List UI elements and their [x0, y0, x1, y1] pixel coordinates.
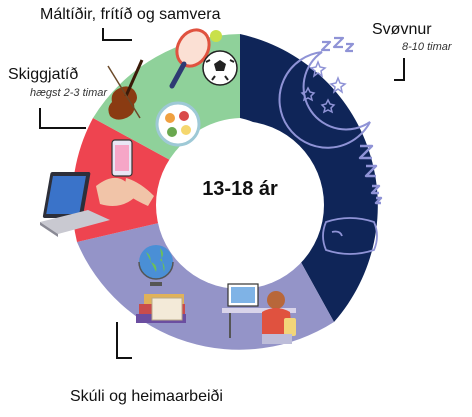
leader-line-screen — [39, 108, 86, 129]
pillow-icon — [322, 217, 378, 255]
moon-stars-icon — [278, 51, 371, 149]
student-desk-icon — [222, 283, 296, 344]
label-school: Skúli og heimaarbeiði — [70, 388, 223, 405]
label-screen: Skiggjatíð — [8, 66, 79, 83]
phone-hands-icon — [96, 139, 154, 206]
books-icon — [136, 294, 186, 323]
label-meals: Máltíðir, frítíð og samvera — [40, 6, 221, 23]
food-plate-icon — [155, 101, 201, 147]
leader-line-sleep — [394, 58, 405, 81]
zzz-icon — [358, 144, 383, 205]
violin-icon — [107, 59, 144, 120]
laptop-icon — [40, 172, 110, 237]
tennis-racket-icon — [169, 28, 222, 89]
leader-lines — [39, 28, 405, 359]
center-title: 13-18 ár — [202, 178, 278, 200]
zzz-icon — [320, 36, 355, 53]
label-screen-sub: hægst 2-3 timar — [30, 87, 108, 99]
leader-line-meals — [102, 28, 132, 41]
label-sleep-sub: 8-10 timar — [402, 41, 452, 53]
label-sleep: Svøvnur — [372, 21, 432, 38]
center-hole — [156, 121, 324, 289]
globe-icon — [138, 245, 174, 286]
soccer-ball-icon — [202, 50, 238, 86]
leader-line-school — [116, 322, 132, 359]
